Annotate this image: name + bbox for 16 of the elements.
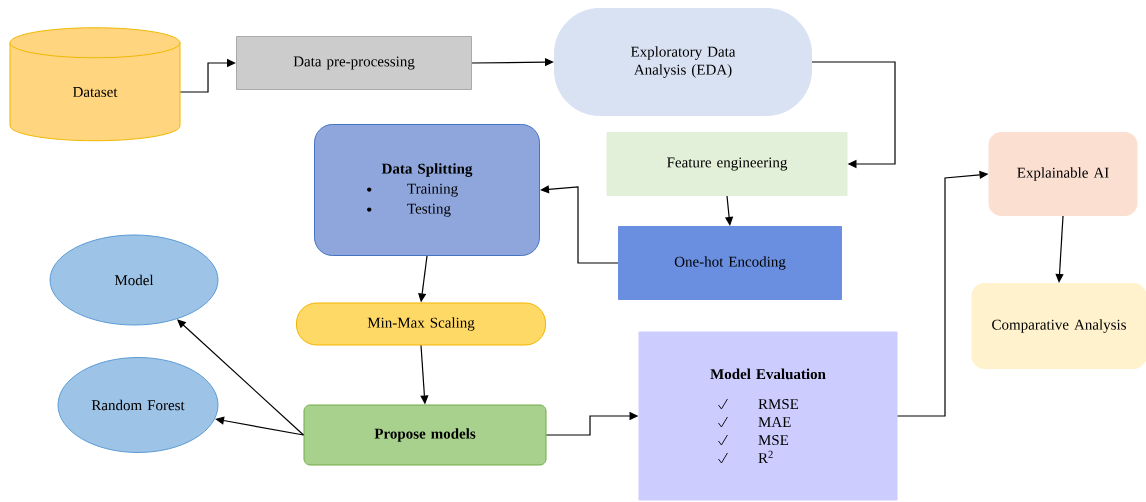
process-box: Data Splitting Training Testing bbox=[314, 124, 540, 256]
process-box: Exploratory Data Analysis (EDA) bbox=[554, 8, 812, 116]
process-box: One-hot Encoding bbox=[618, 226, 842, 300]
arrow bbox=[215, 416, 305, 436]
database-cylinder: Dataset bbox=[9, 27, 181, 142]
process-box: Feature engineering bbox=[606, 132, 848, 196]
process-box: Min-Max Scaling bbox=[296, 302, 546, 346]
process-box: Explainable AI bbox=[988, 132, 1138, 216]
arrow bbox=[179, 58, 236, 93]
arrow bbox=[811, 61, 896, 169]
arrow bbox=[540, 185, 619, 264]
arrow bbox=[1055, 215, 1064, 283]
process-box: Comparative Analysis bbox=[971, 283, 1146, 369]
process-box: Model Evaluation RMSE MAE MSE R$^{2}$ bbox=[638, 331, 898, 501]
process-box: Data pre-processing bbox=[236, 36, 472, 90]
process-box: Propose models bbox=[303, 404, 547, 466]
